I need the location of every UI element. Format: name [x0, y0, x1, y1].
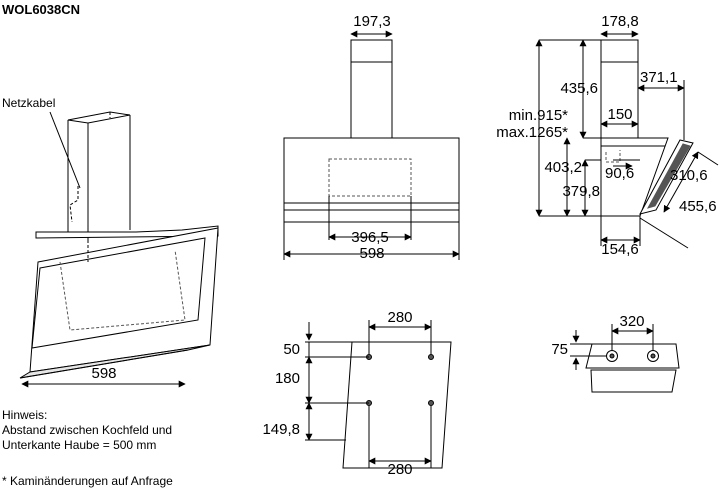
dim-side-body-inner: 379,8 [562, 183, 600, 200]
dim-mount-bottom: 149,8 [262, 421, 300, 438]
note-abstand-2: Unterkante Haube = 500 mm [2, 438, 157, 452]
dim-side-min: min.915* [508, 107, 568, 124]
model-title: WOL6038CN [2, 2, 81, 17]
mounting-plan [305, 320, 451, 468]
dim-side-glass-2: 455,6 [679, 198, 717, 215]
dim-side-offset-small: 90,6 [605, 165, 635, 182]
dim-front-chimney: 197,3 [353, 13, 391, 30]
bracket-view [570, 324, 679, 392]
dim-side-max: max.1265* [496, 124, 568, 141]
dim-side-body-height: 403,2 [544, 159, 582, 176]
dim-side-chimney-height: 435,6 [560, 80, 598, 97]
dim-mount-top-offset: 50 [283, 341, 300, 358]
dim-side-offset: 371,1 [640, 69, 678, 86]
side-view [535, 30, 718, 248]
label-netzkabel: Netzkabel [2, 96, 56, 110]
dim-side-width: 598 [91, 365, 117, 382]
dim-side-glass-1: 310,6 [670, 167, 708, 184]
dim-front-inner: 396,5 [351, 229, 389, 246]
dim-bracket-spacing: 320 [619, 313, 645, 330]
front-view [283, 30, 460, 260]
dim-front-total: 598 [359, 245, 385, 262]
dim-mount-top-spacing: 280 [387, 309, 413, 326]
dim-side-outlet: 150 [607, 106, 633, 123]
dim-side-bottom-depth: 154,6 [601, 241, 639, 258]
note-abstand-1: Abstand zwischen Kochfeld und [2, 423, 173, 437]
dim-bracket-height: 75 [551, 341, 568, 358]
note-hinweis: Hinweis: [2, 408, 48, 422]
isometric-view [20, 112, 218, 388]
dim-mount-mid: 180 [274, 370, 300, 387]
note-footnote: * Kaminänderungen auf Anfrage [2, 474, 173, 488]
dim-side-chimney: 178,8 [601, 13, 639, 30]
dim-mount-bottom-spacing: 280 [387, 461, 413, 478]
